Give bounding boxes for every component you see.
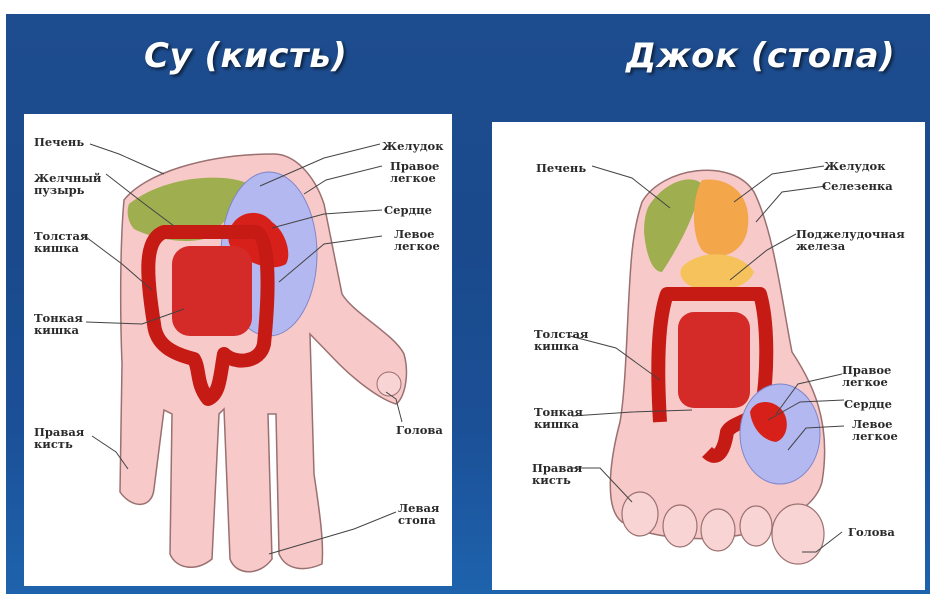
hand-label-gallbladder: Желчный пузырь bbox=[34, 172, 101, 196]
hand-label-right-hand: Правая кисть bbox=[34, 426, 84, 450]
foot-label-head: Голова bbox=[848, 526, 895, 538]
title-hand: Су (кисть) bbox=[144, 36, 347, 76]
hand-label-heart: Сердце bbox=[384, 204, 432, 216]
hand-label-left-foot: Левая стопа bbox=[398, 502, 439, 526]
foot-label-colon: Толстая кишка bbox=[534, 328, 588, 352]
foot-label-right-lung: Правое легкое bbox=[842, 364, 891, 388]
hand-label-stomach: Желудок bbox=[382, 140, 444, 152]
title-foot: Джок (стопа) bbox=[626, 36, 895, 76]
hand-label-head: Голова bbox=[396, 424, 443, 436]
foot-label-right-hand: Правая кисть bbox=[532, 462, 582, 486]
foot-label-heart: Сердце bbox=[844, 398, 892, 410]
hand-label-right-lung: Правое легкое bbox=[390, 160, 439, 184]
thumb-tip bbox=[377, 372, 401, 396]
foot-label-small-intestine: Тонкая кишка bbox=[534, 406, 583, 430]
foot-label-spleen: Селезенка bbox=[822, 180, 893, 192]
hand-small-intestine bbox=[172, 246, 252, 336]
hand-label-left-lung: Левое легкое bbox=[394, 228, 440, 252]
hand-label-small-intestine: Тонкая кишка bbox=[34, 312, 83, 336]
foot-label-liver: Печень bbox=[536, 162, 586, 174]
hand-label-liver: Печень bbox=[34, 136, 84, 148]
foot-label-pancreas: Поджелудочная железа bbox=[796, 228, 905, 252]
foot-label-left-lung: Левое легкое bbox=[852, 418, 898, 442]
foot-label-stomach: Желудок bbox=[824, 160, 886, 172]
slide-background: Су (кисть) Джок (стопа) bbox=[6, 14, 930, 594]
hand-diagram-panel: Печень Желчный пузырь Толстая кишка Тонк… bbox=[24, 114, 452, 586]
foot-small-intestine bbox=[678, 312, 750, 408]
hand-label-colon: Толстая кишка bbox=[34, 230, 88, 254]
foot-diagram-panel: Печень Желудок Селезенка Поджелудочная ж… bbox=[492, 122, 925, 590]
